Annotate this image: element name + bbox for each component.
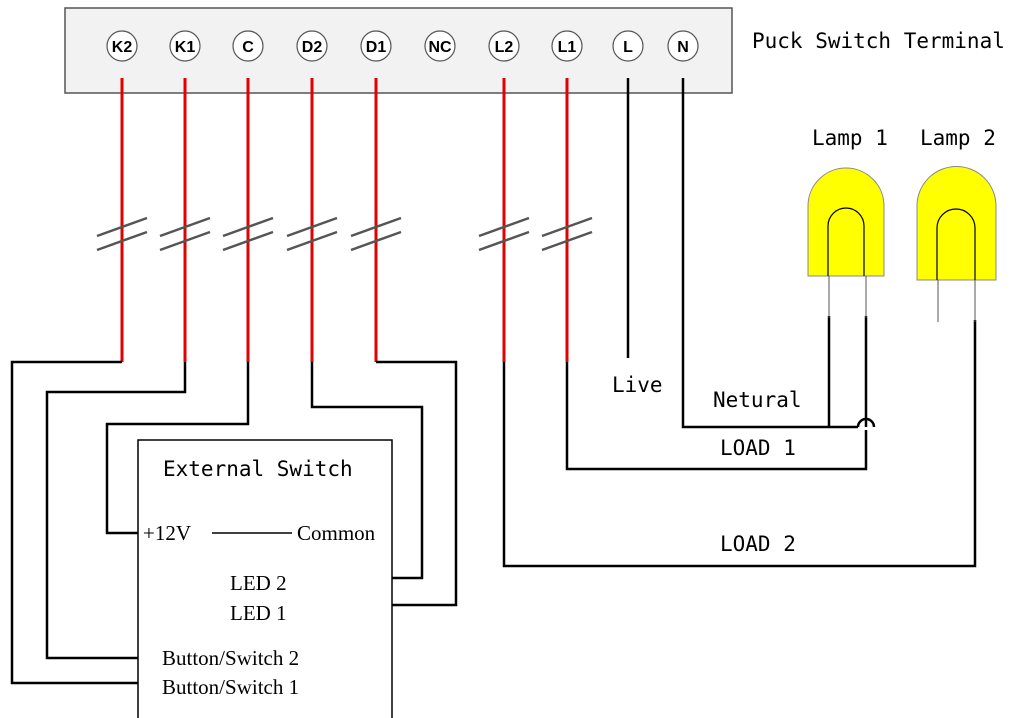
terminal-block-title: Puck Switch Terminal [752,29,1005,53]
lamp-1 [807,167,885,318]
wire-d1-led1 [376,360,458,607]
lamp-2-label: Lamp 2 [920,126,996,150]
terminal-l1: L1 [551,30,583,62]
terminal-nc: NC [424,30,456,62]
wire-load1 [565,362,868,471]
wire-k1-button2 [45,362,187,660]
terminal-l2: L2 [488,30,520,62]
load1-label: LOAD 1 [720,436,796,460]
terminal-k2: K2 [106,30,138,62]
external-switch-box [137,439,393,718]
terminal-label: C [242,39,254,56]
terminal-label: L2 [495,39,514,56]
wire-d2-led2 [310,362,424,580]
ext-common-label: Common [297,521,376,545]
neutral-label: Netural [713,388,802,412]
ext-button2-label: Button/Switch 2 [162,646,299,670]
lamp-1-label: Lamp 1 [812,126,888,150]
terminal-label: N [677,39,689,56]
wire-k2-button1 [10,360,140,685]
terminal-k1: K1 [169,30,201,62]
terminal-label: NC [428,39,452,56]
ext-led2-label: LED 2 [230,571,287,595]
terminal-label: D1 [366,39,387,56]
wire-load2 [502,320,977,568]
terminal-d1: D1 [360,30,392,62]
terminal-label: L [623,39,633,56]
wire-break-marks [96,216,593,252]
black-wires [10,78,977,685]
ext-led1-label: LED 1 [230,601,287,625]
terminal-c: C [232,30,264,62]
lamp-2 [916,166,997,322]
signal-wires [120,78,569,362]
ext-button1-label: Button/Switch 1 [162,675,299,699]
terminal-l: L [612,30,644,62]
terminal-label: L1 [558,39,577,56]
external-switch-title: External Switch [163,457,353,481]
terminal-d2: D2 [296,30,328,62]
wire-neutral-bus [681,360,858,429]
terminal-n: N [667,30,699,62]
wire-c-12v [105,362,250,535]
terminal-label: K2 [112,39,133,56]
live-label: Live [612,373,663,397]
load2-label: LOAD 2 [720,532,796,556]
ext-12v-label: +12V [143,521,191,545]
terminal-label: K1 [175,39,196,56]
terminal-label: D2 [302,39,323,56]
